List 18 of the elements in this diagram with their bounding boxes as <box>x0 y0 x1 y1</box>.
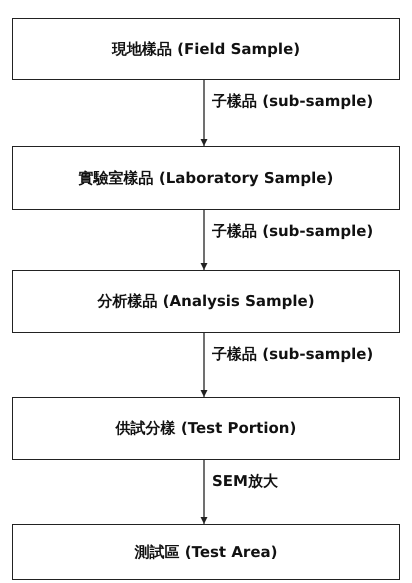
process-box <box>12 146 400 210</box>
box-label: 測試區 (Test Area) <box>134 542 278 562</box>
box-label: 現地樣品 (Field Sample) <box>112 40 300 58</box>
arrow <box>200 333 208 397</box>
box-label: 供試分樣 (Test Portion) <box>116 419 296 438</box>
process-box <box>12 524 400 580</box>
box-label: 分析樣品 (Analysis Sample) <box>97 292 315 311</box>
box-label: 實驗室樣品 (Laboratory Sample) <box>78 168 334 188</box>
edge-label: 子樣品 (sub-sample) <box>212 222 374 241</box>
process-box <box>12 18 400 80</box>
arrow <box>200 80 208 146</box>
edge-label: 子樣品 (sub-sample) <box>212 92 374 111</box>
arrow <box>200 210 208 270</box>
process-box <box>12 270 400 333</box>
process-box <box>12 397 400 460</box>
edge-label: SEM放大 <box>212 472 278 491</box>
edge-label: 子樣品 (sub-sample) <box>212 345 374 364</box>
arrow <box>200 460 208 524</box>
